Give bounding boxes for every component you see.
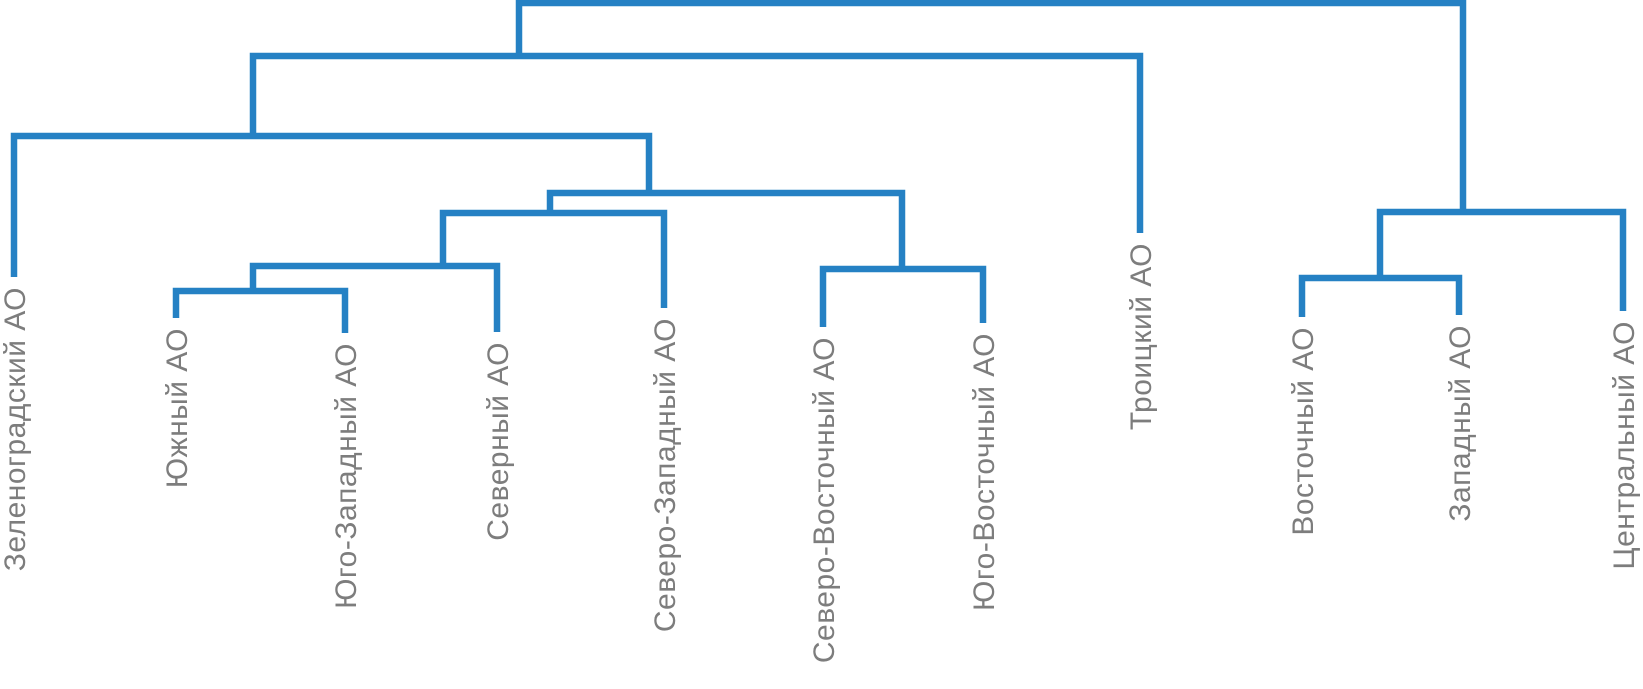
leaf-label-9: Западный АО [1444,325,1477,522]
leaf-label-0: Зеленоградский АО [0,287,32,571]
dendrogram-link-F [10,132,653,277]
dendrogram-leaf-labels: Зеленоградский АО Южный АО Юго-Западный АО… [0,243,1641,663]
leaf-label-8: Восточный АО [1287,327,1320,536]
leaf-label-10: Центральный АО [1608,321,1641,570]
dendrogram-link-G [249,52,1144,233]
dendrogram-link-A [172,287,349,333]
dendrogram-link-ROOT [515,0,1467,212]
leaf-label-3: Северный АО [482,342,515,541]
leaf-label-5: Северо-Восточный АО [808,337,841,663]
leaf-label-6: Юго-Восточный АО [968,333,1001,611]
dendrogram-link-H [1298,274,1463,317]
dendrogram-link-E [546,189,906,269]
leaf-label-4: Северо-Западный АО [649,318,682,632]
leaf-label-2: Юго-Западный АО [330,343,363,609]
dendrogram-link-D [819,265,987,327]
dendrogram-link-I [1376,208,1627,311]
dendrogram-link-B [249,262,501,332]
leaf-label-7: Троицкий АО [1125,243,1158,430]
leaf-label-1: Южный АО [161,328,194,488]
dendrogram-links [10,0,1627,333]
dendrogram-link-C [439,209,668,308]
